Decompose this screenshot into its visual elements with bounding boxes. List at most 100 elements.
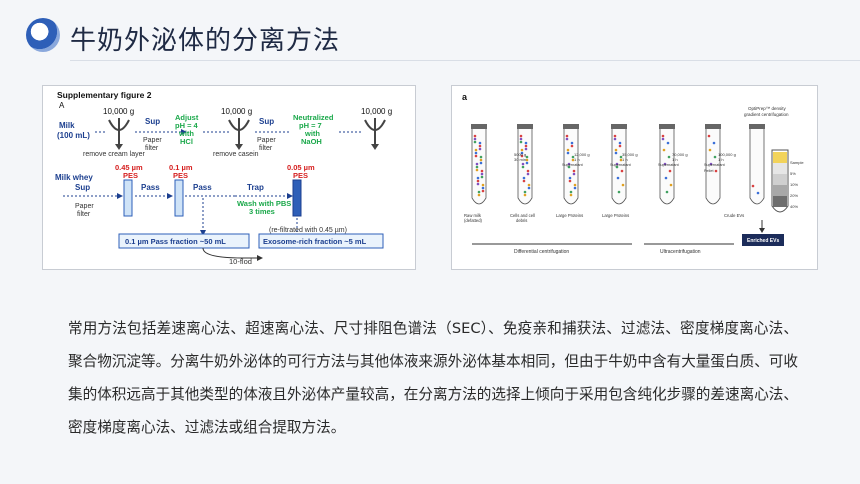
particle: [709, 162, 713, 166]
wash-1: Wash with PBS: [237, 199, 291, 208]
particle: [481, 189, 485, 193]
filter-label-1: filter: [145, 145, 159, 152]
particle: [712, 141, 716, 145]
pes2-type: PES: [173, 171, 188, 180]
tube-6: [705, 127, 721, 205]
particle: [662, 148, 666, 152]
fraction-40: 40%: [790, 204, 798, 209]
spin-5b: 1 h: [718, 157, 724, 162]
particle: [481, 186, 485, 190]
particle: [573, 186, 577, 190]
particle: [614, 148, 618, 152]
filtration-diagram: Supplementary figure 2 A Milk (100 mL) 1…: [55, 90, 392, 266]
particle: [479, 161, 483, 165]
gradient-band-5: [773, 196, 787, 207]
particle: [615, 162, 619, 166]
particle: [569, 190, 573, 194]
particle: [473, 134, 477, 138]
particle: [620, 169, 624, 173]
particle: [476, 176, 480, 180]
particle: [667, 155, 671, 159]
particle: [521, 162, 525, 166]
particle: [573, 183, 577, 187]
particle: [477, 190, 481, 194]
particle: [751, 184, 755, 188]
spin-2b: 1 h: [574, 157, 580, 162]
particle: [567, 162, 571, 166]
particle: [475, 168, 479, 172]
tube-cap-6: [705, 124, 721, 129]
particle: [618, 144, 622, 148]
adjust-3: with: [178, 129, 194, 138]
particle: [713, 155, 717, 159]
particle: [525, 161, 529, 165]
particle: [664, 176, 668, 180]
particle: [480, 175, 484, 179]
particle: [568, 176, 572, 180]
logo-ring-icon: [26, 18, 60, 52]
spin-3a: 35,000 g: [622, 152, 638, 157]
gradient-band-1: [773, 152, 787, 163]
particle: [619, 158, 623, 162]
supernatant-a: Supernatant: [562, 163, 584, 167]
particle: [714, 169, 718, 173]
pass-label-2: Pass: [193, 183, 212, 192]
particle: [474, 151, 478, 155]
title-bar: 牛奶外泌体的分离方法: [0, 0, 860, 72]
tube-cap-4: [611, 124, 627, 129]
spin-4b: 1 h: [672, 157, 678, 162]
particle: [661, 137, 665, 141]
pellet-label: Pellet: [704, 169, 714, 173]
milk-volume: (100 mL): [57, 131, 90, 140]
figure-title: Supplementary figure 2: [57, 90, 152, 100]
particle: [707, 134, 711, 138]
pes1-size: 0.45 µm: [115, 163, 143, 172]
particle: [708, 148, 712, 152]
particle: [478, 144, 482, 148]
figure-milk-filtration: Supplementary figure 2 A Milk (100 mL) 1…: [42, 85, 416, 270]
particle: [572, 169, 576, 173]
particle: [566, 148, 570, 152]
supernatant-d: Supernatant: [704, 163, 726, 167]
particle: [521, 165, 525, 169]
g-label-3: 10,000 g: [361, 107, 392, 116]
gradient-band-4: [773, 185, 787, 196]
particle: [519, 140, 523, 144]
particle: [481, 183, 485, 187]
g-label-1: 10,000 g: [103, 107, 134, 116]
sup-label-3: Sup: [75, 183, 90, 192]
tube-row: [471, 124, 789, 213]
particle: [479, 158, 483, 162]
optiprep-line-2: gradient centrifugation: [744, 112, 789, 117]
particle: [666, 141, 670, 145]
spin-1a: 5000 g: [514, 152, 526, 157]
adjust-4: HCl: [180, 137, 193, 146]
spin-2a: 12,000 g: [574, 152, 590, 157]
particle: [477, 193, 481, 197]
spin-3b: 1 h: [622, 157, 628, 162]
neutral-2: pH = 7: [299, 121, 322, 130]
spin-1b: 30 min: [514, 157, 526, 162]
milk-whey: Milk whey: [55, 173, 93, 182]
wash-2: 3 times: [249, 207, 275, 216]
particle: [567, 165, 571, 169]
ultra-centrifugation: Ultracentrifugation: [660, 249, 701, 255]
particle: [527, 183, 531, 187]
paper-label-1: Paper: [143, 137, 162, 144]
particle: [520, 154, 524, 158]
neutral-3: with: [304, 129, 320, 138]
raw-milk-1: Raw milk: [464, 213, 482, 218]
fraction-box-2: [258, 233, 384, 249]
particle: [523, 193, 527, 197]
particle: [525, 155, 529, 159]
particle: [613, 137, 617, 141]
tube-cap-7: [749, 124, 765, 129]
particle: [527, 186, 531, 190]
particle: [474, 154, 478, 158]
raw-milk-2: (defatted): [464, 218, 483, 223]
paper-label-3: Paper: [75, 203, 94, 210]
tube-cap-1: [471, 124, 487, 129]
particle: [756, 191, 760, 195]
diff-centrifugation: Differential centrifugation: [514, 249, 569, 255]
particle: [476, 182, 480, 186]
